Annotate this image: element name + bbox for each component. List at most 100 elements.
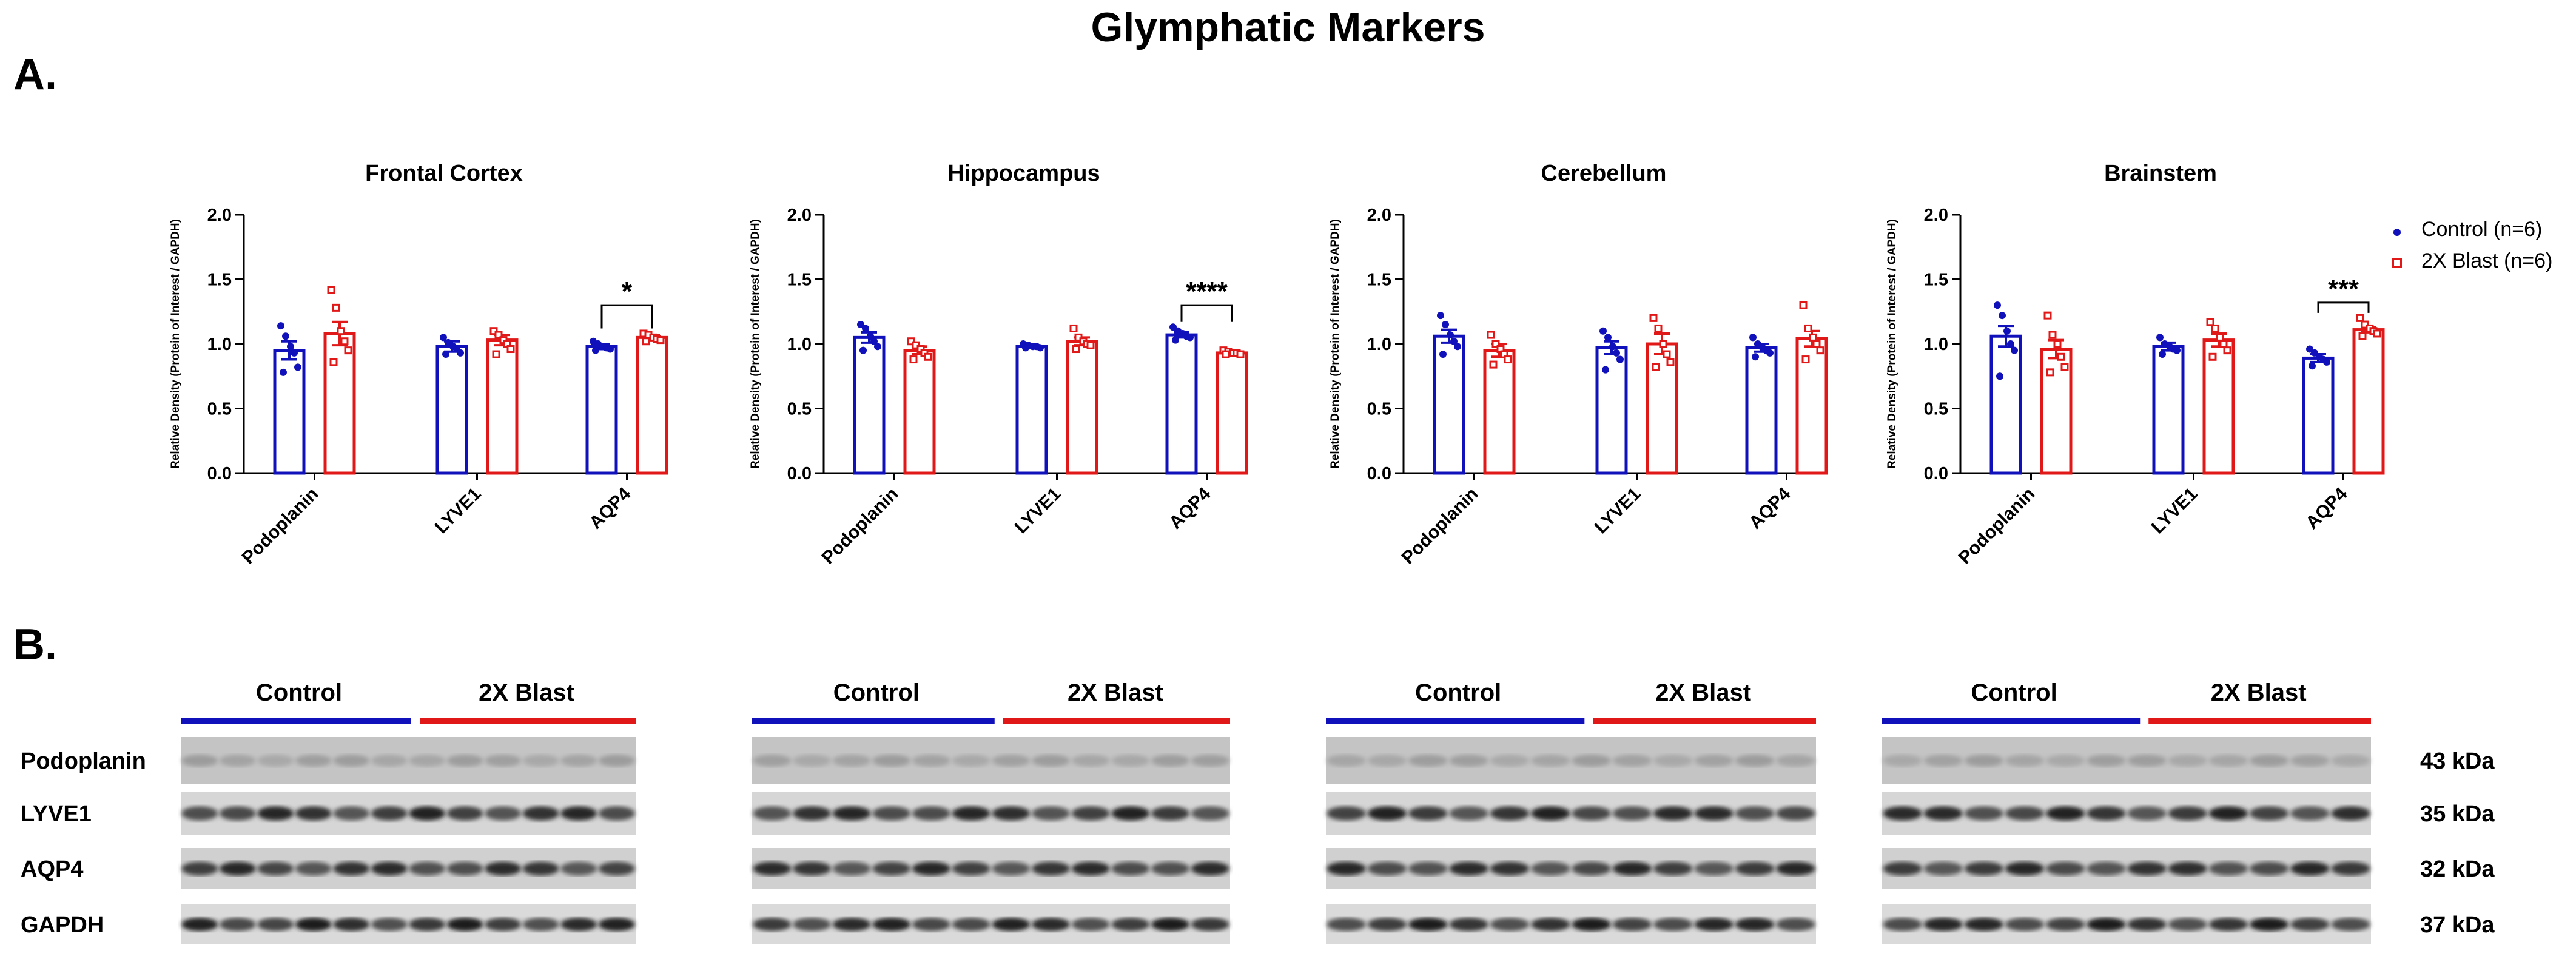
blot-band — [1071, 861, 1110, 876]
blot-band — [371, 755, 408, 767]
x-tick-label: Podoplanin — [818, 484, 903, 568]
group-label-control: Control — [833, 679, 920, 706]
y-axis-label: Relative Density (Protein of Interest / … — [1886, 219, 1898, 469]
blot-band — [1923, 917, 1963, 932]
blot-band — [181, 917, 218, 932]
blot-band — [522, 755, 559, 767]
blot-band — [2168, 806, 2207, 821]
x-tick-label: AQP4 — [585, 483, 634, 533]
blot-band — [1735, 806, 1775, 821]
control-bar — [435, 345, 468, 475]
blot-band — [792, 917, 832, 932]
blot-band — [333, 861, 370, 876]
blot-band — [1191, 806, 1229, 821]
control-group-bar — [752, 718, 995, 724]
blast-group-bar — [1593, 718, 1816, 724]
blot-band — [522, 861, 559, 876]
control-point — [2159, 351, 2166, 358]
blot-band — [1449, 861, 1488, 876]
blot-band — [2005, 755, 2045, 767]
y-tick-label: 0.5 — [787, 400, 812, 419]
blast-point — [1489, 360, 1498, 369]
control-point — [1169, 323, 1177, 331]
x-tick-label: LYVE1 — [431, 484, 485, 538]
control-point — [1186, 334, 1194, 342]
control-group-bar — [181, 718, 411, 724]
x-tick-label: Podoplanin — [238, 484, 323, 568]
chart-title: Frontal Cortex — [365, 161, 523, 186]
blot-strip — [1882, 848, 2371, 889]
blot-band — [753, 755, 792, 767]
blot-band — [295, 755, 332, 767]
blast-point — [1504, 355, 1512, 364]
blot-band — [2127, 806, 2167, 821]
blast-point — [340, 337, 349, 346]
control-point — [859, 346, 867, 354]
group-label-blast: 2X Blast — [479, 679, 574, 706]
y-tick-label: 0.0 — [787, 464, 812, 483]
y-tick-label: 2.0 — [787, 206, 812, 225]
blast-group-bar — [420, 718, 636, 724]
control-marker-icon — [2393, 228, 2401, 236]
blot-band — [2087, 755, 2126, 767]
blast-bar — [1483, 349, 1516, 475]
blast-point — [924, 352, 932, 361]
blot-band — [1531, 806, 1570, 821]
blot-band — [1151, 755, 1190, 767]
blot-band — [1071, 755, 1110, 767]
blot-band — [1964, 755, 2004, 767]
y-tick-label: 1.5 — [1367, 271, 1391, 290]
control-point — [2311, 349, 2318, 357]
blot-band — [560, 755, 597, 767]
blot-band — [2046, 861, 2085, 876]
significance-bracket — [600, 304, 653, 329]
blot-row-label: GAPDH — [21, 912, 104, 938]
blot-band — [1572, 755, 1611, 767]
blast-point — [1666, 358, 1675, 366]
blot-strip — [752, 737, 1230, 784]
blot-band — [1776, 917, 1815, 932]
y-tick-label: 1.5 — [1924, 271, 1948, 290]
y-tick-label: 1.5 — [207, 271, 232, 290]
blot-band — [792, 755, 832, 767]
blast-point — [2057, 352, 2065, 361]
blot-band — [257, 917, 294, 932]
blot-band — [560, 806, 597, 821]
control-bar — [2152, 345, 2185, 475]
blot-band — [371, 917, 408, 932]
blot-strip — [1882, 792, 2371, 835]
y-axis-label: Relative Density (Protein of Interest / … — [749, 219, 762, 469]
control-point — [1766, 349, 1774, 357]
control-bar — [1595, 346, 1628, 475]
blot-band — [333, 917, 370, 932]
blot-band — [992, 806, 1031, 821]
blot-band — [2168, 917, 2207, 932]
blot-band — [2005, 861, 2045, 876]
blast-bar — [486, 338, 519, 475]
blast-point — [2048, 331, 2057, 339]
control-point — [442, 351, 449, 358]
blot-band — [912, 861, 951, 876]
y-tick-label: 0.5 — [1367, 400, 1391, 419]
blot-strip — [181, 792, 636, 835]
control-bar — [1745, 346, 1778, 475]
blast-point — [506, 345, 515, 354]
blot-band — [792, 861, 832, 876]
y-tick-label: 0.5 — [207, 400, 232, 419]
blot-band — [1531, 917, 1570, 932]
group-label-control: Control — [256, 679, 342, 706]
blast-bar — [903, 349, 936, 475]
control-bar — [1433, 334, 1465, 475]
blot-band — [1572, 917, 1611, 932]
blast-point — [1812, 340, 1821, 348]
control-group-bar — [1882, 718, 2141, 724]
blot-band — [598, 755, 635, 767]
blast-point — [2356, 314, 2364, 322]
blot-band — [560, 861, 597, 876]
blast-bar — [1795, 337, 1828, 475]
control-point — [1022, 344, 1029, 352]
x-tick-label: Podoplanin — [1955, 484, 2039, 568]
